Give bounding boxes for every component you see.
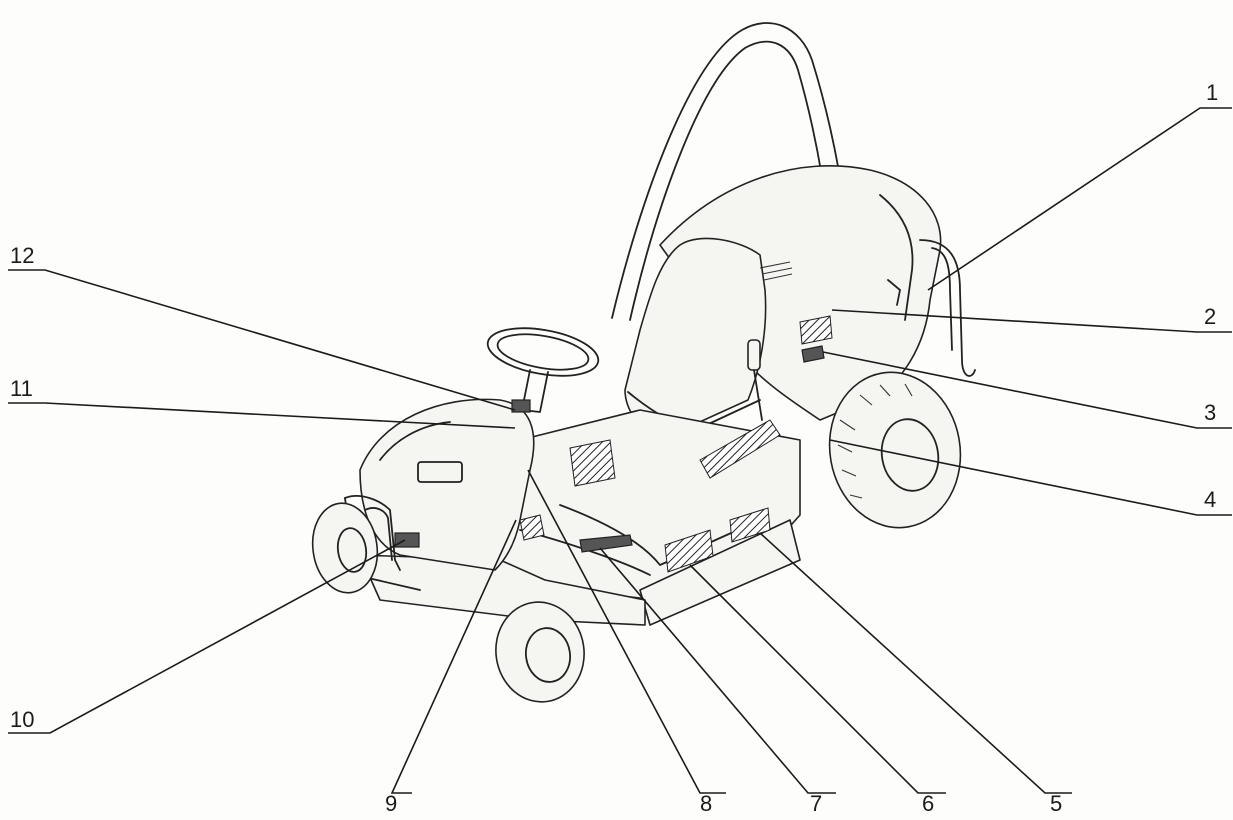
callout-labels: 1 2 3 4 5 6 7 8 9 10 11 12 [10, 80, 1218, 816]
callout-10: 10 [10, 707, 34, 732]
callout-8: 8 [700, 791, 712, 816]
callout-9: 9 [385, 791, 397, 816]
decal-2 [799, 315, 833, 345]
callout-7: 7 [810, 791, 822, 816]
callout-6: 6 [922, 791, 934, 816]
leader-7 [599, 547, 836, 794]
leader-4 [829, 439, 1232, 516]
steering-wheel [486, 327, 600, 413]
leader-9 [390, 519, 517, 794]
leader-1 [927, 107, 1232, 291]
gear-lever [747, 339, 763, 421]
callout-2: 2 [1204, 304, 1216, 329]
front-wheel-right [495, 601, 585, 703]
cutter-deck [359, 554, 646, 626]
leader-3 [822, 351, 1232, 429]
decal-5 [729, 507, 771, 543]
callout-11: 11 [10, 376, 33, 401]
decal-3 [801, 345, 825, 363]
decal-8 [519, 514, 545, 541]
decal-7 [579, 534, 633, 553]
decal-6 [664, 529, 714, 573]
leader-8 [527, 469, 726, 794]
riding-mower-illustration [311, 22, 976, 703]
decal-10 [394, 532, 420, 548]
leader-11 [8, 402, 516, 429]
rear-body [659, 164, 976, 421]
leader-10 [8, 539, 406, 734]
callout-5: 5 [1050, 791, 1062, 816]
callout-12: 12 [10, 243, 34, 268]
leader-12 [8, 269, 516, 411]
leader-2 [831, 309, 1232, 333]
rear-wheel [828, 371, 962, 529]
callout-3: 3 [1204, 400, 1216, 425]
callout-1: 1 [1206, 80, 1218, 105]
front-wheel-left [311, 502, 379, 594]
leader-5 [759, 532, 1072, 794]
decals [394, 315, 833, 573]
hood [359, 398, 535, 571]
callout-4: 4 [1204, 487, 1216, 512]
decal-12 [511, 399, 531, 413]
leader-6 [689, 564, 946, 794]
decal-seat-side [569, 439, 616, 487]
leader-lines [8, 107, 1232, 794]
decal-4 [699, 419, 781, 479]
